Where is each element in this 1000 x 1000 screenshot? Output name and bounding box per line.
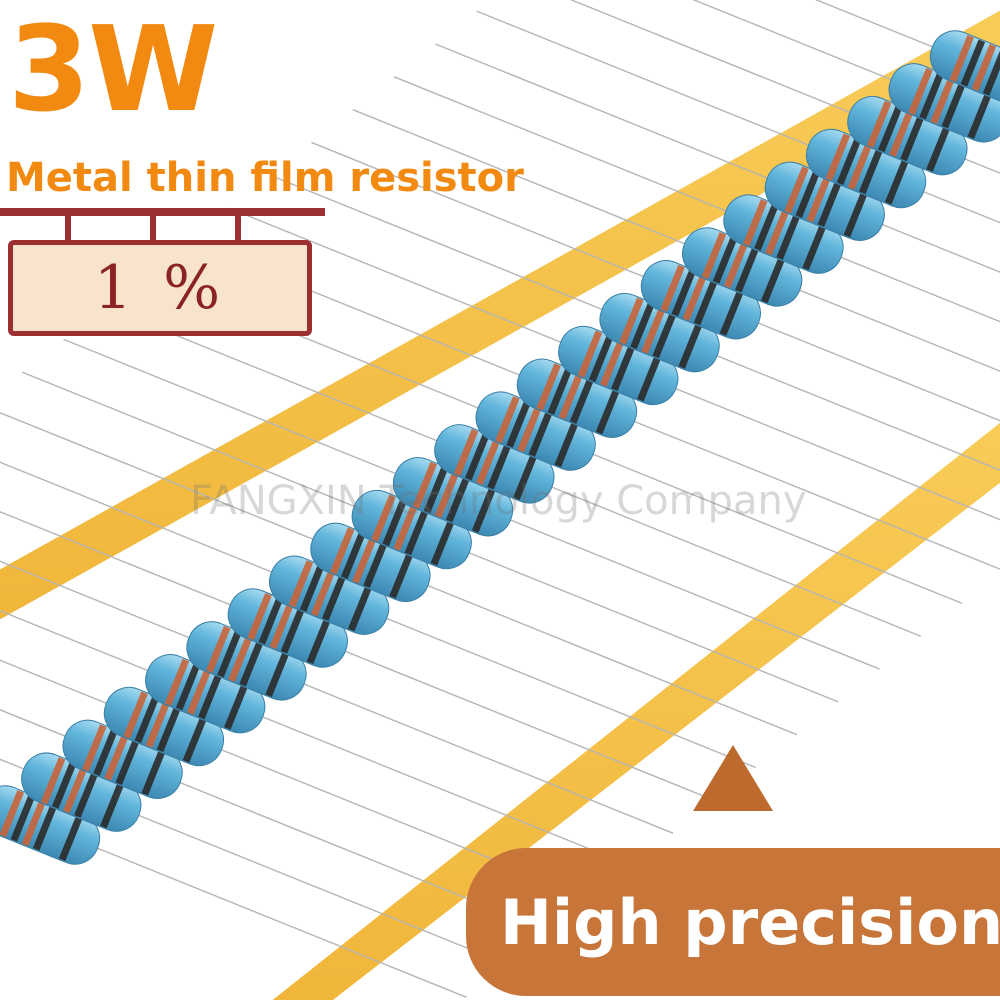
tolerance-value: 1 % [93, 253, 227, 323]
resistor-body [0, 785, 101, 865]
resistor-body [103, 686, 225, 767]
resistor-body [227, 588, 348, 668]
resistor-body [640, 260, 761, 340]
tolerance-tick [235, 214, 241, 244]
product-type: Metal thin film resistor [6, 155, 524, 201]
tolerance-box: 1 % [8, 240, 312, 336]
tape-front [272, 422, 1000, 1000]
resistor-body [186, 621, 307, 701]
resistor-body [310, 522, 431, 603]
resistor-body [21, 752, 142, 832]
arrow-up-icon [693, 745, 773, 811]
tolerance-tick [65, 214, 71, 244]
resistor-body [62, 719, 183, 800]
resistor-body [888, 63, 1000, 143]
resistor-body [351, 489, 472, 570]
resistor-body [847, 95, 968, 176]
power-rating: 3W [8, 0, 218, 138]
resistor-body [764, 161, 885, 241]
feature-badge: High precision [466, 848, 1000, 996]
tape-back [0, 10, 1000, 620]
resistor-body [392, 457, 514, 537]
resistor-body [145, 654, 266, 734]
resistor-body [516, 358, 638, 438]
tolerance-tick [150, 214, 156, 244]
resistor-body [475, 391, 596, 471]
resistor-body [929, 30, 1000, 110]
resistor-body [558, 325, 679, 406]
resistor-body [269, 555, 390, 635]
watermark: FANGXIN Technology Company [190, 478, 807, 524]
feature-badge-label: High precision [500, 885, 1000, 959]
tolerance-rail [0, 208, 325, 216]
